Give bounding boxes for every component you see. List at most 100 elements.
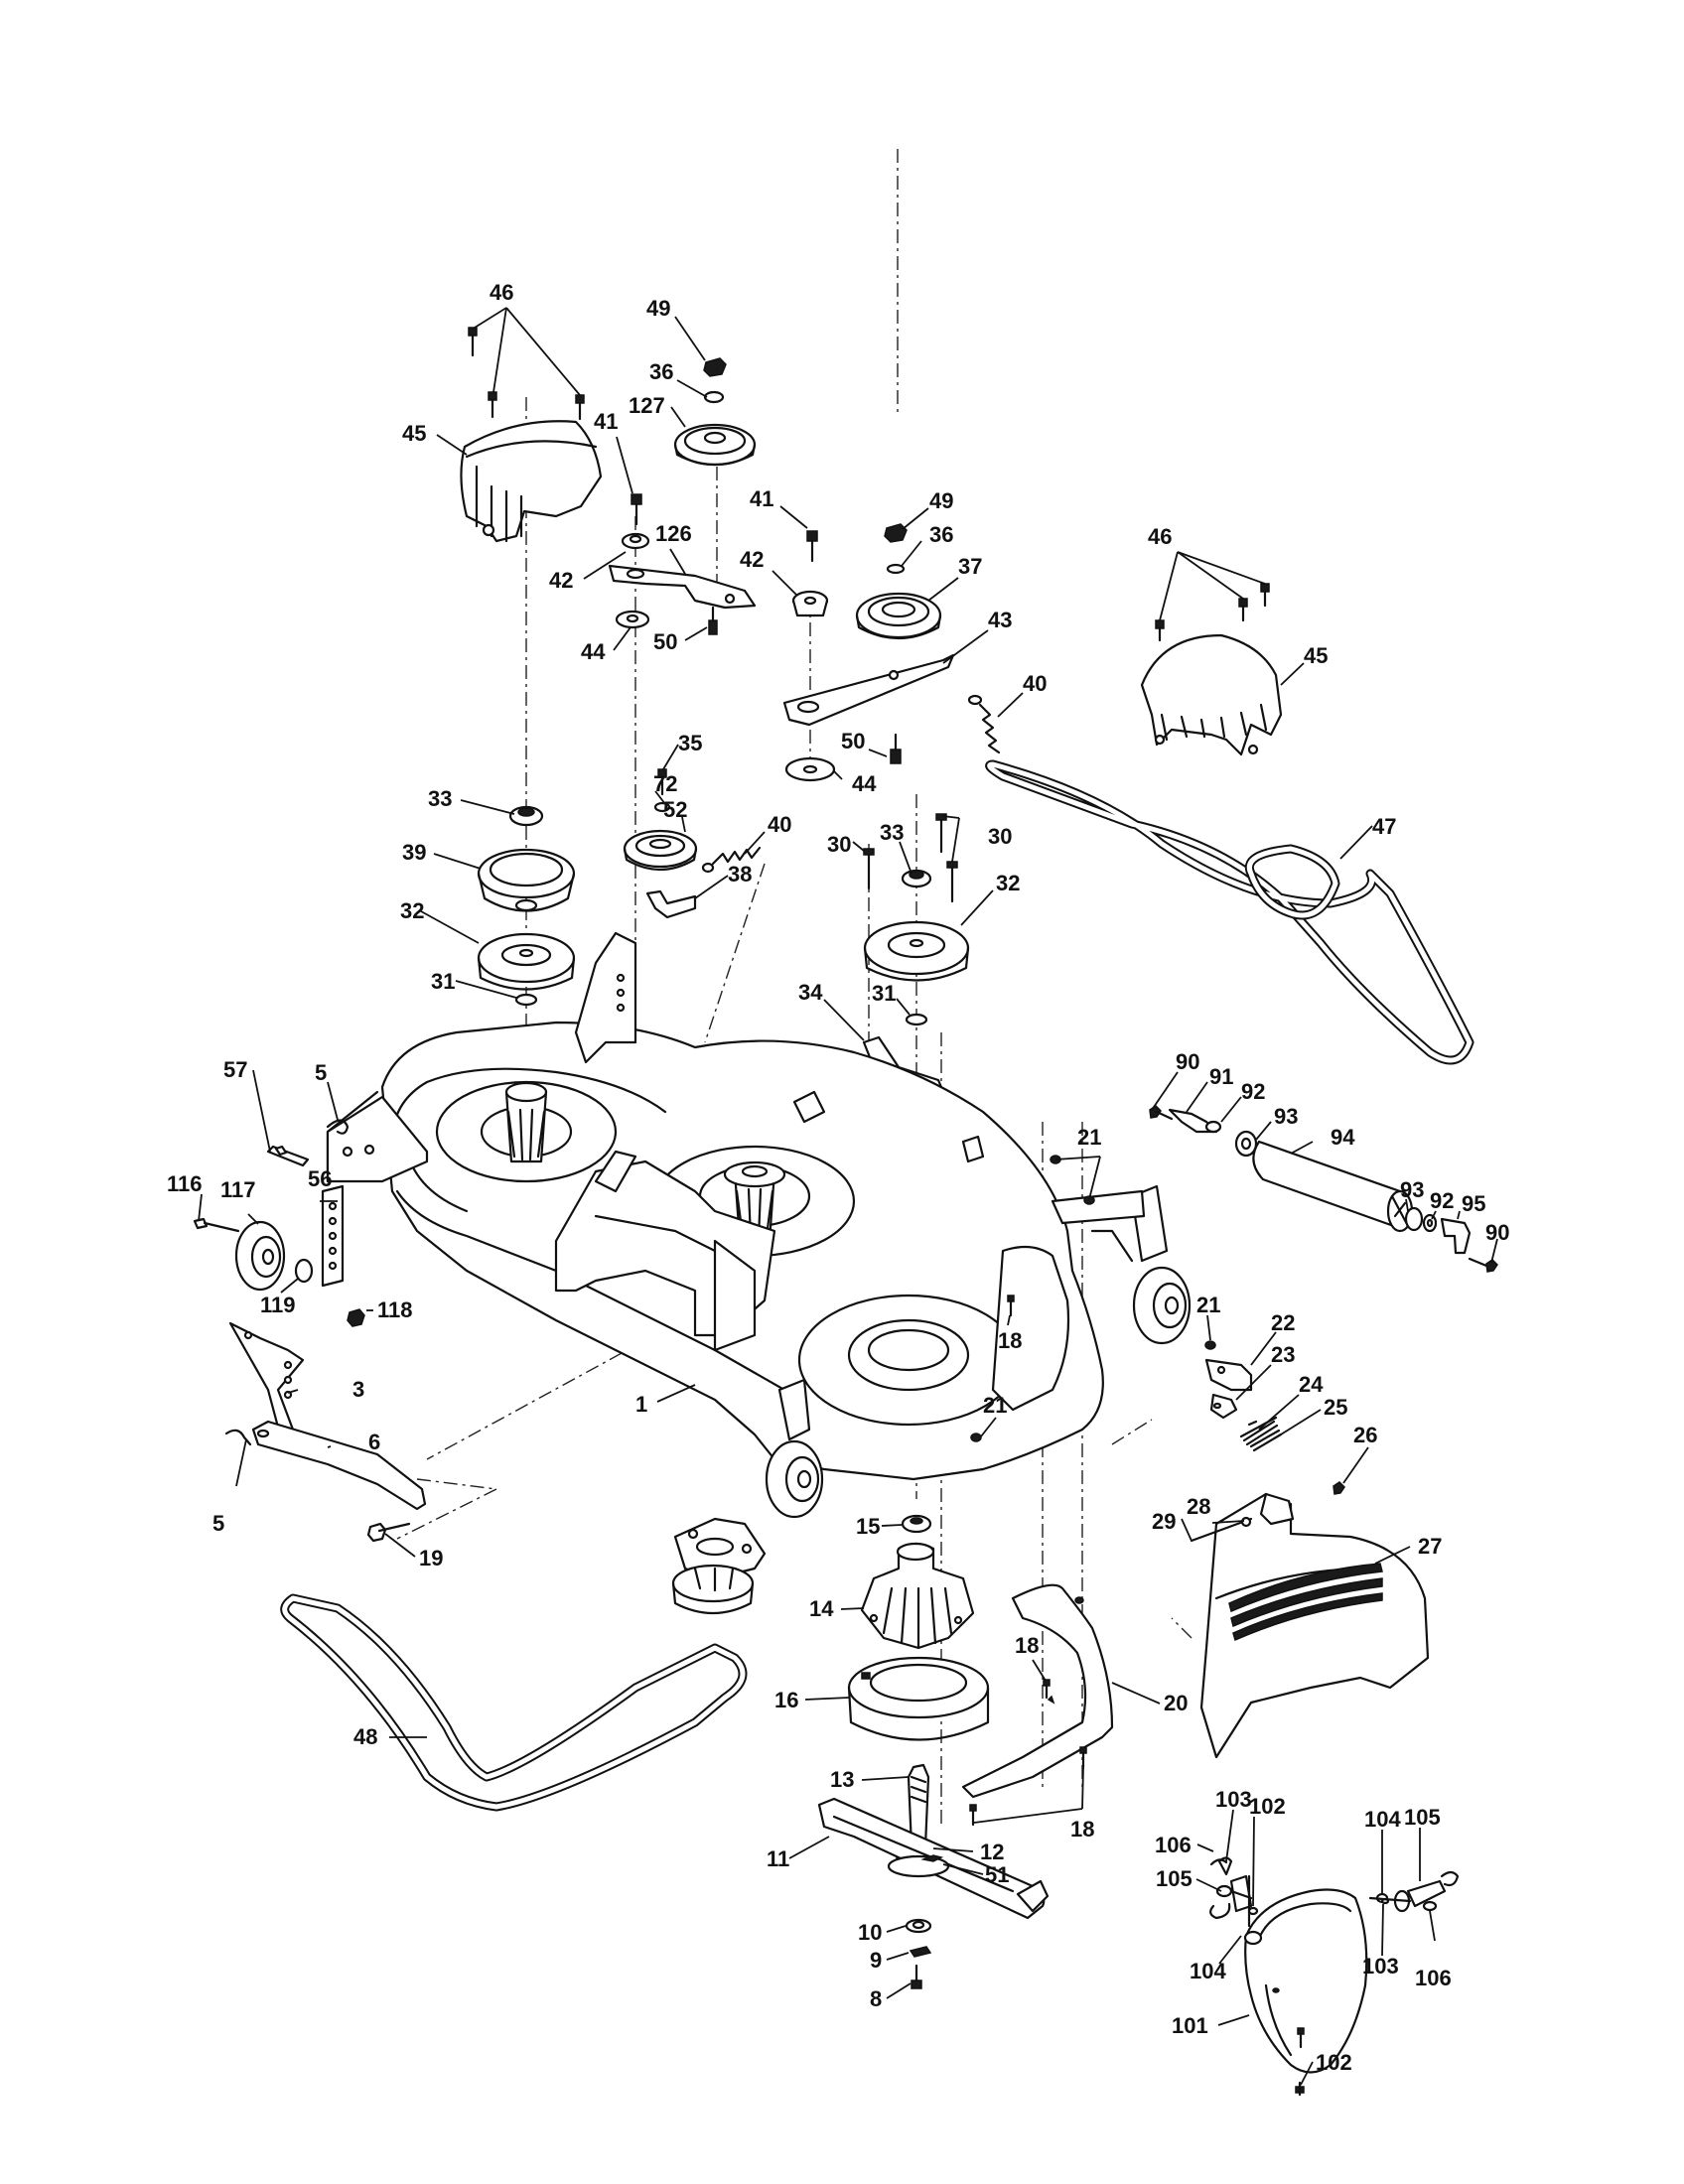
- callout-57: 57: [223, 1057, 247, 1082]
- callout-16: 16: [774, 1688, 798, 1712]
- electric-clutch: [671, 1517, 767, 1615]
- callout-45: 45: [1304, 643, 1328, 668]
- callout-38: 38: [728, 862, 752, 887]
- callout-117: 117: [220, 1177, 256, 1202]
- right-belt-cover: [1140, 633, 1283, 756]
- callout-40: 40: [1023, 671, 1047, 696]
- idler-pulley-37: [855, 523, 942, 640]
- drive-belt-47: [985, 759, 1474, 1065]
- callout-118: 118: [377, 1297, 413, 1322]
- spindle-shaft-and-blade: [817, 1763, 1050, 1989]
- callout-119: 119: [260, 1293, 296, 1317]
- callout-50: 50: [841, 729, 865, 753]
- callout-26: 26: [1353, 1423, 1377, 1447]
- callout-41: 41: [750, 486, 773, 511]
- callout-92: 92: [1430, 1188, 1454, 1213]
- callout-94: 94: [1331, 1125, 1355, 1150]
- callout-labels: 46 45 41 49 36 127 42 126 44 50 41 42 49…: [167, 280, 1509, 2075]
- callout-102: 102: [1316, 2050, 1352, 2075]
- leader-lines: [198, 307, 1498, 2086]
- callout-46: 46: [1148, 524, 1172, 549]
- callout-9: 9: [870, 1948, 882, 1973]
- spindle-housing-14: [847, 1514, 990, 1741]
- callout-41: 41: [594, 409, 618, 434]
- callout-21: 21: [1196, 1293, 1220, 1317]
- callout-37: 37: [958, 554, 982, 579]
- callout-5: 5: [212, 1511, 224, 1536]
- callout-21: 21: [983, 1393, 1007, 1418]
- callout-127: 127: [629, 393, 665, 418]
- bracket-3-arm-6: [224, 1321, 427, 1543]
- callout-43: 43: [988, 608, 1012, 632]
- callout-13: 13: [830, 1767, 854, 1792]
- screw-46-left: [468, 327, 585, 421]
- callout-8: 8: [870, 1986, 882, 2011]
- bracket-38: [645, 889, 697, 919]
- screw-46-right: [1155, 583, 1270, 642]
- callout-29: 29: [1152, 1509, 1176, 1534]
- callout-31: 31: [431, 969, 455, 994]
- callout-32: 32: [400, 898, 424, 923]
- left-belt-cover: [460, 420, 603, 543]
- callout-36: 36: [929, 522, 953, 547]
- callout-93: 93: [1400, 1177, 1424, 1202]
- callout-33: 33: [880, 820, 904, 845]
- spring-40-lower: [701, 846, 762, 874]
- callout-72: 72: [653, 771, 677, 796]
- callout-51: 51: [985, 1862, 1009, 1887]
- pulley-stack-right: [863, 813, 970, 1026]
- callout-126: 126: [655, 521, 692, 546]
- callout-19: 19: [419, 1546, 443, 1570]
- callout-48: 48: [353, 1724, 377, 1749]
- callout-56: 56: [308, 1166, 332, 1191]
- callout-104: 104: [1364, 1807, 1401, 1832]
- callout-35: 35: [678, 731, 702, 755]
- callout-49: 49: [646, 296, 670, 321]
- callout-42: 42: [549, 568, 573, 593]
- callout-90: 90: [1485, 1220, 1509, 1245]
- callout-101: 101: [1172, 2013, 1208, 2038]
- callout-44: 44: [581, 639, 606, 664]
- callout-49: 49: [929, 488, 953, 513]
- spacer-42: [791, 530, 829, 617]
- idler-pulley-127: [673, 357, 757, 467]
- callout-22: 22: [1271, 1310, 1295, 1335]
- callout-106: 106: [1155, 1833, 1192, 1857]
- callout-30: 30: [827, 832, 851, 857]
- callout-46: 46: [490, 280, 513, 305]
- callout-90: 90: [1176, 1049, 1199, 1074]
- callout-20: 20: [1164, 1691, 1188, 1715]
- idler-pulley-52: [623, 768, 698, 871]
- callout-15: 15: [856, 1514, 880, 1539]
- callout-50: 50: [653, 629, 677, 654]
- callout-12: 12: [980, 1840, 1004, 1864]
- callout-25: 25: [1324, 1395, 1347, 1420]
- callout-1: 1: [635, 1392, 647, 1417]
- callout-42: 42: [740, 547, 764, 572]
- callout-52: 52: [663, 797, 687, 822]
- pulley-stack-left: [477, 805, 576, 1007]
- callout-33: 33: [428, 786, 452, 811]
- callout-39: 39: [402, 840, 426, 865]
- callout-3: 3: [352, 1377, 364, 1402]
- callout-23: 23: [1271, 1342, 1295, 1367]
- callout-105: 105: [1404, 1805, 1441, 1830]
- mower-deck-housing: [326, 931, 1104, 1481]
- callout-92: 92: [1241, 1079, 1265, 1104]
- callout-10: 10: [858, 1920, 882, 1945]
- callout-31: 31: [872, 981, 896, 1006]
- callout-32: 32: [996, 871, 1020, 895]
- deflector-101: [1209, 1856, 1460, 2097]
- callout-104: 104: [1190, 1959, 1226, 1983]
- callout-18: 18: [998, 1328, 1022, 1353]
- callout-103: 103: [1362, 1954, 1399, 1979]
- callout-6: 6: [368, 1430, 380, 1454]
- callout-93: 93: [1274, 1104, 1298, 1129]
- spring-40-upper: [967, 694, 1001, 754]
- callout-24: 24: [1299, 1372, 1324, 1397]
- callout-27: 27: [1418, 1534, 1442, 1559]
- idler-arm-43: [782, 653, 955, 782]
- callout-36: 36: [649, 359, 673, 384]
- callout-14: 14: [809, 1596, 834, 1621]
